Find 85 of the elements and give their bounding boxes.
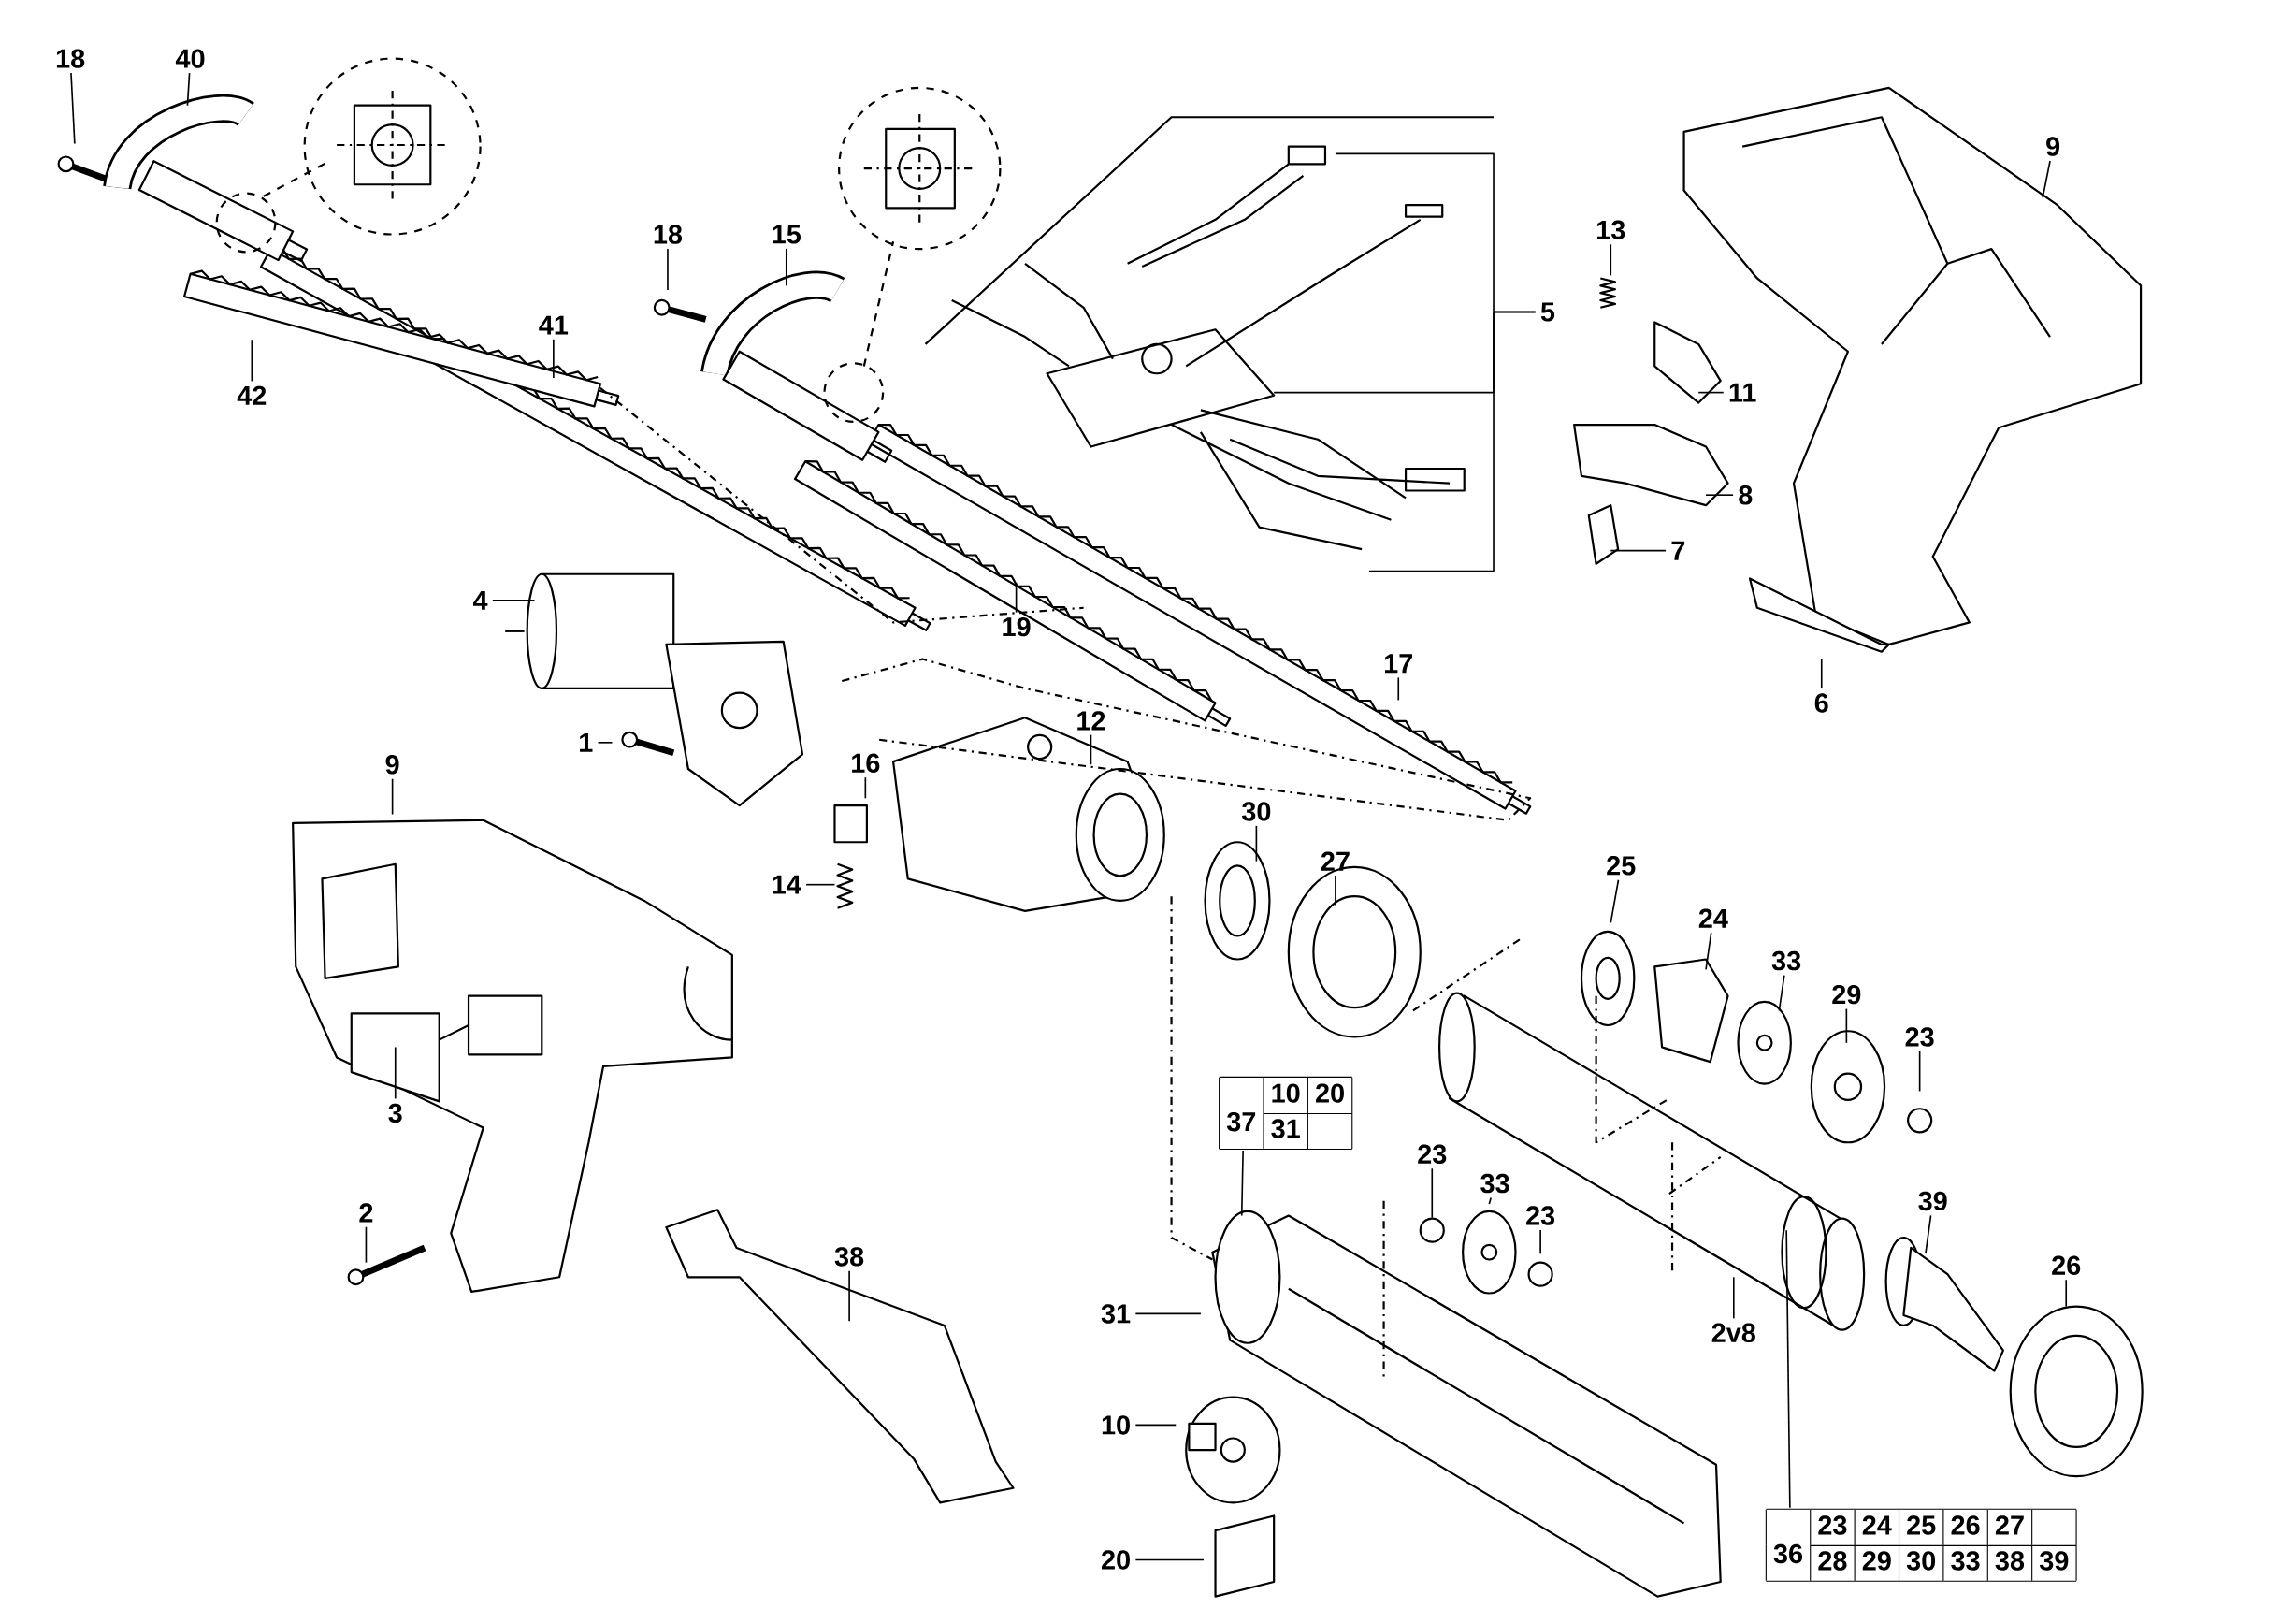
- leader-line: [70, 72, 76, 145]
- callout-number: 27: [1321, 851, 1350, 871]
- callout-number: 23: [1418, 1144, 1447, 1165]
- leader-line: [667, 248, 669, 291]
- leader-line: [864, 776, 867, 800]
- leader-line: [2042, 160, 2051, 199]
- leader-line: [1845, 1007, 1848, 1044]
- leader-line: [251, 339, 253, 383]
- leader-line: [186, 72, 191, 107]
- callout-number: 13: [1597, 220, 1625, 240]
- callout-number: 26: [2052, 1255, 2081, 1276]
- callout-number: 5: [1540, 302, 1555, 322]
- leader-line: [785, 248, 787, 287]
- leader-line: [2065, 1279, 2068, 1308]
- callout-number: 41: [539, 315, 569, 335]
- leader-line: [1820, 658, 1823, 689]
- leader-line: [1488, 1196, 1492, 1205]
- callout-number: 4: [472, 591, 488, 610]
- leader-line: [391, 778, 394, 816]
- leader-line: [1785, 1229, 1791, 1509]
- leader-line: [553, 339, 555, 379]
- leader-line: [1134, 1424, 1177, 1427]
- leader-line: [1134, 1312, 1202, 1315]
- leader-line: [1539, 1229, 1541, 1255]
- callout-number: 17: [1385, 654, 1413, 674]
- callout-number: 7: [1671, 541, 1685, 560]
- leader-line: [1397, 676, 1400, 702]
- callout-number: 25: [1607, 856, 1636, 876]
- leader-line: [1705, 494, 1734, 497]
- leader-line: [597, 742, 614, 744]
- leader-line: [1918, 1051, 1921, 1093]
- callout-number: 40: [175, 49, 205, 68]
- leader-line: [1732, 1276, 1735, 1320]
- parts-table: 37 10 20 31: [1219, 1076, 1353, 1151]
- callout-number: 38: [834, 1247, 864, 1267]
- nut: [1419, 1217, 1445, 1243]
- callout-number: 24: [1698, 908, 1728, 928]
- leader-line: [1335, 875, 1336, 906]
- leader-line: [1368, 311, 1537, 572]
- leader-line: [365, 1226, 368, 1264]
- callout-number: 3: [388, 1103, 402, 1123]
- leader-line: [1610, 549, 1667, 552]
- callout-number: 9: [2046, 137, 2060, 156]
- callout-number: 6: [1814, 693, 1828, 713]
- leader-line: [1778, 974, 1785, 1012]
- leader-line: [1705, 932, 1712, 971]
- callout-number: 10: [1102, 1415, 1130, 1435]
- callout-number: 11: [1729, 383, 1756, 402]
- callout-number: 23: [1905, 1027, 1934, 1047]
- leader-line: [1015, 582, 1018, 614]
- callout-number: 8: [1739, 485, 1753, 505]
- leader-line: [1610, 879, 1620, 924]
- leader-line: [1255, 825, 1258, 862]
- callout-number: 33: [1480, 1173, 1509, 1194]
- leader-line: [805, 883, 836, 886]
- callout-number: 31: [1101, 1304, 1131, 1324]
- leader-line: [1925, 1214, 1932, 1255]
- callout-number: 20: [1102, 1550, 1130, 1570]
- callout-number: 18: [654, 225, 683, 244]
- callout-number: 33: [1771, 951, 1801, 971]
- callout-number: 15: [773, 225, 801, 244]
- callout-number: 14: [773, 875, 801, 894]
- leader-line: [1610, 243, 1612, 277]
- leader-line: [1697, 391, 1725, 394]
- leader-line: [492, 600, 536, 601]
- leader-line: [1134, 1558, 1205, 1561]
- leader-line: [1240, 1150, 1244, 1217]
- callout-number: 2: [359, 1203, 373, 1223]
- callout-number: 18: [56, 49, 85, 68]
- callout-number: 29: [1832, 985, 1861, 1005]
- callout-number: 2v8: [1711, 1323, 1755, 1343]
- leader-line: [1431, 1167, 1434, 1219]
- callout-number: 39: [1918, 1191, 1947, 1211]
- leader-line: [848, 1270, 850, 1323]
- leader-line: [394, 1046, 397, 1100]
- callout-number: 30: [1241, 802, 1271, 821]
- callout-number: 19: [1003, 617, 1031, 637]
- leader-line: [1090, 733, 1092, 766]
- callout-number: 9: [385, 755, 399, 775]
- parts-table: 36 23 24 25 26 27 28 29 30 33 38 39: [1765, 1508, 2077, 1582]
- callout-number: 1: [580, 733, 593, 752]
- callout-number: 16: [852, 753, 880, 774]
- callout-number: 42: [237, 385, 267, 405]
- callout-number: 12: [1077, 711, 1105, 731]
- callout-number: 23: [1526, 1206, 1555, 1225]
